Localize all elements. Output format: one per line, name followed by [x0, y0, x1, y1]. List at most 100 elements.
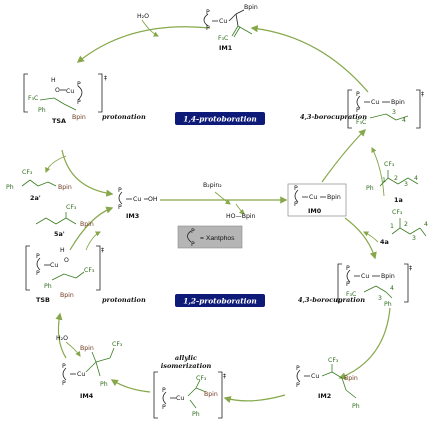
arrow-im2-to-tsallyl: [223, 394, 286, 404]
svg-text:4: 4: [414, 175, 418, 182]
svg-text:Cu: Cu: [66, 88, 74, 95]
svg-text:P: P: [206, 9, 210, 16]
product-5a-structure: CF₃ Bpin 5a': [35, 204, 94, 238]
cycle-arrows: [45, 19, 391, 404]
svg-text:P: P: [162, 404, 166, 411]
svg-text:2: 2: [404, 221, 408, 228]
svg-text:4: 4: [424, 221, 428, 228]
ts-43-borocupration-top: ‡ P P Cu Bpin F₃C 3 4: [347, 89, 424, 129]
water-top: H₂O: [137, 13, 149, 20]
im4-label: IM4: [80, 392, 94, 400]
svg-text:P: P: [356, 91, 360, 98]
svg-text:O: O: [55, 87, 60, 94]
tsa-step-label: protonation: [102, 113, 146, 121]
im4-structure: P P Cu Bpin CF₃ Ph IM4: [62, 341, 123, 400]
im2-label: IM2: [318, 392, 331, 400]
substrate-1a-structure: CF₃ Ph 1 2 3 4 1a: [366, 161, 419, 204]
im1-label: IM1: [219, 44, 232, 52]
im3-label: IM3: [126, 212, 139, 220]
product-2a-structure: CF₃ Ph Bpin 2a': [6, 169, 72, 202]
arrow-water-bottom-in: [65, 341, 81, 357]
svg-text:Bpin: Bpin: [58, 184, 72, 191]
svg-text:OH: OH: [148, 196, 158, 203]
tsb-structure: ‡ P P Cu H O CF₃ Ph Bpin TSB: [25, 245, 104, 304]
arrow-substrate-1a-in: [371, 147, 385, 197]
svg-text:‡: ‡: [421, 91, 424, 98]
svg-text:‡: ‡: [101, 247, 104, 254]
svg-text:P: P: [346, 265, 350, 272]
legend-xantphos-box: P P = Xantphos: [177, 225, 243, 249]
svg-text:Ph: Ph: [44, 283, 52, 290]
svg-text:Cu: Cu: [219, 18, 227, 25]
svg-text:Ph: Ph: [366, 185, 374, 192]
arrow-im4-to-tsb: [55, 312, 67, 359]
arrow-ts43bottom-to-im2: [338, 307, 391, 380]
ts-43-borocupration-bottom: ‡ P P Cu Bpin F₃C 3 4 Ph: [337, 263, 412, 308]
svg-text:P: P: [36, 253, 40, 260]
svg-text:3: 3: [378, 295, 382, 302]
svg-text:P: P: [206, 25, 210, 32]
svg-text:P: P: [118, 204, 122, 211]
svg-text:P: P: [77, 81, 81, 88]
svg-text:2: 2: [394, 175, 398, 182]
svg-text:Cu: Cu: [77, 371, 85, 378]
svg-text:Bpin: Bpin: [327, 194, 341, 201]
svg-text:P: P: [77, 99, 81, 106]
svg-text:Cu: Cu: [309, 194, 317, 201]
svg-text:3: 3: [412, 235, 416, 242]
im0-structure: P P Cu Bpin IM0: [287, 183, 347, 217]
svg-text:Cu: Cu: [311, 373, 319, 380]
svg-text:F₃C: F₃C: [28, 95, 38, 102]
svg-text:P: P: [62, 380, 66, 387]
svg-text:F₃C: F₃C: [218, 35, 228, 42]
arrow-b2pin2-in: [214, 191, 231, 205]
im0-label: IM0: [308, 207, 322, 215]
svg-text:P: P: [36, 270, 40, 277]
svg-text:CF₃: CF₃: [328, 357, 339, 364]
svg-text:Bpin: Bpin: [80, 345, 94, 352]
ts-allylic-structure: ‡ P P Cu CF₃ Bpin Ph: [153, 371, 226, 419]
svg-text:1,2-protoboration: 1,2-protoboration: [183, 297, 257, 306]
svg-text:3: 3: [392, 109, 396, 116]
svg-text:1: 1: [382, 177, 386, 184]
svg-text:1,4-protoboration: 1,4-protoboration: [183, 115, 257, 124]
svg-text:CF₃: CF₃: [392, 209, 403, 216]
svg-text:Cu: Cu: [371, 99, 379, 106]
substrate-4a-structure: CF₃ 1 2 3 4 4a: [380, 209, 428, 246]
svg-text:‡: ‡: [409, 265, 412, 272]
arrow-im1-to-tsa: [76, 26, 211, 63]
arrow-hobpin-out: [235, 203, 245, 215]
svg-text:Cu: Cu: [50, 262, 58, 269]
ts-43-top-step-label: 4,3-borocupration: [300, 113, 367, 121]
svg-text:4: 4: [402, 117, 406, 124]
svg-text:Cu: Cu: [176, 395, 184, 402]
svg-text:4: 4: [390, 285, 394, 292]
substrate-1a-label: 1a: [394, 196, 403, 204]
svg-text:Ph: Ph: [192, 411, 200, 418]
reagent-hobpin: HO—Bpin: [226, 213, 256, 220]
svg-text:CF₃: CF₃: [84, 267, 95, 274]
arrow-product-5a-out: [85, 231, 101, 251]
product-2a-label: 2a': [30, 194, 41, 202]
reagent-b2pin2: B₂pin₂: [203, 182, 222, 189]
substrate-4a-label: 4a: [380, 238, 389, 246]
im2-structure: P P Cu CF₃ Bpin Ph IM2: [296, 357, 360, 410]
svg-text:Ph: Ph: [352, 403, 360, 410]
svg-text:Bpin: Bpin: [244, 4, 258, 11]
svg-text:Bpin: Bpin: [381, 273, 395, 280]
im1-structure: P P Cu Bpin F₃C IM1: [203, 4, 258, 52]
svg-text:P: P: [296, 365, 300, 372]
svg-text:P: P: [356, 107, 360, 114]
svg-text:H: H: [60, 247, 65, 254]
ts-allyl-step-line2: isomerization: [161, 362, 212, 370]
svg-text:P: P: [346, 281, 350, 288]
arrow-im0-to-ts43bottom: [344, 217, 377, 260]
svg-text:‡: ‡: [104, 75, 107, 82]
im3-structure: P P Cu OH IM3: [118, 187, 158, 220]
svg-text:‡: ‡: [223, 373, 226, 380]
product-5a-label: 5a': [54, 230, 65, 238]
svg-text:Bpin: Bpin: [72, 114, 86, 121]
svg-text:P: P: [191, 228, 195, 235]
